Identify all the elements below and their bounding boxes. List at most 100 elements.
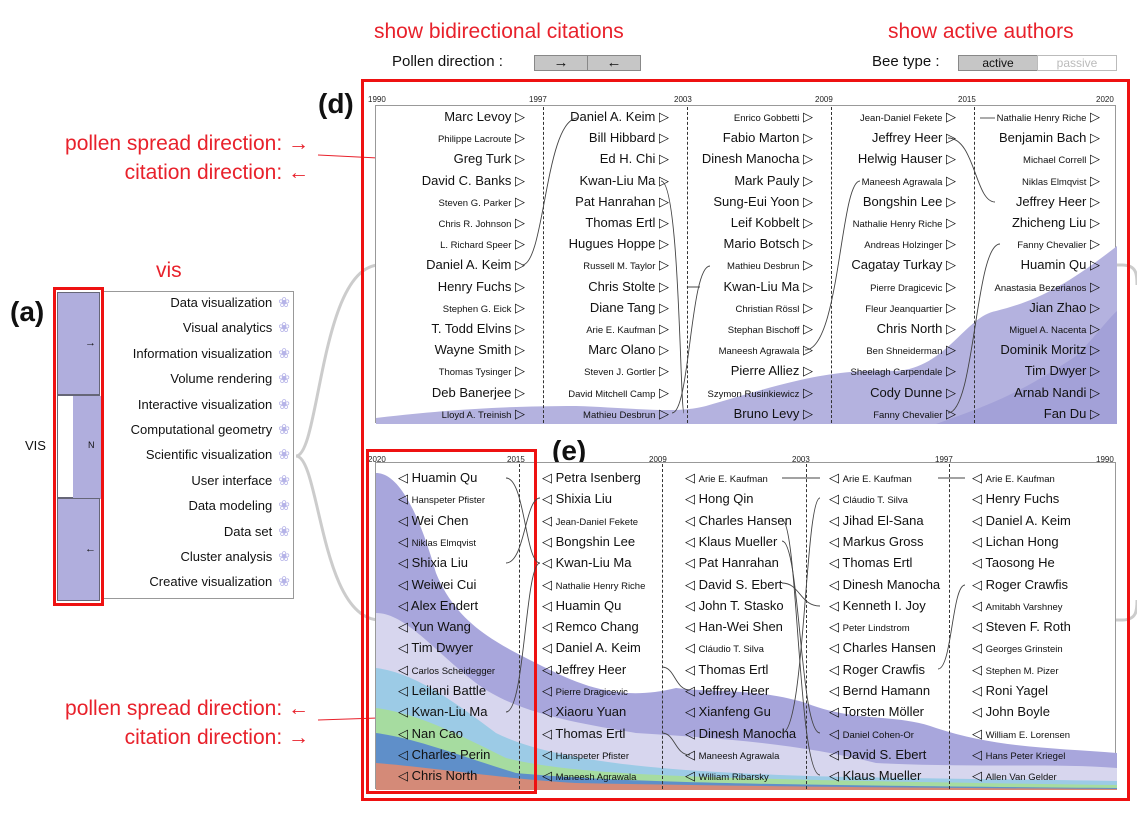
author-row[interactable]: Ed H. Chi ▷	[600, 151, 669, 167]
author-row[interactable]: ◁ Markus Gross	[829, 534, 924, 550]
author-row[interactable]: Szymon Rusinkiewicz ▷	[708, 385, 813, 401]
author-row[interactable]: ◁ Georges Grinstein	[972, 640, 1063, 656]
author-row[interactable]: ◁ Shixia Liu	[398, 555, 468, 571]
author-row[interactable]: Fleur Jeanquartier ▷	[865, 300, 956, 316]
author-row[interactable]: Benjamin Bach ▷	[999, 130, 1100, 146]
author-row[interactable]: Steven J. Gortler ▷	[584, 363, 669, 379]
author-row[interactable]: Bill Hibbard ▷	[589, 130, 669, 146]
author-row[interactable]: ◁ Daniel Cohen-Or	[829, 726, 914, 742]
author-row[interactable]: ◁ Kenneth I. Joy	[829, 598, 926, 614]
author-row[interactable]: Diane Tang ▷	[590, 300, 669, 316]
author-row[interactable]: ◁ William Ribarsky	[685, 768, 769, 784]
author-row[interactable]: Bongshin Lee ▷	[863, 194, 956, 210]
keyword-item[interactable]: Volume rendering❀	[170, 370, 290, 387]
author-row[interactable]: Chris North ▷	[877, 321, 956, 337]
keyword-item[interactable]: Interactive visualization❀	[138, 396, 290, 413]
author-row[interactable]: ◁ Cláudio T. Silva	[829, 491, 908, 507]
author-row[interactable]: ◁ Roger Crawfis	[972, 577, 1068, 593]
author-row[interactable]: ◁ John T. Stasko	[685, 598, 784, 614]
author-row[interactable]: ◁ Amitabh Varshney	[972, 598, 1063, 614]
author-row[interactable]: ◁ Xiaoru Yuan	[542, 704, 626, 720]
author-row[interactable]: ◁ Maneesh Agrawala	[685, 747, 779, 763]
author-row[interactable]: ◁ Pat Hanrahan	[685, 555, 779, 571]
side-cell-backward[interactable]: ←	[57, 498, 100, 601]
author-row[interactable]: Henry Fuchs ▷	[438, 279, 525, 295]
author-row[interactable]: ◁ Charles Hansen	[685, 513, 792, 529]
author-row[interactable]: Mark Pauly ▷	[734, 173, 813, 189]
author-row[interactable]: ◁ Cláudio T. Silva	[685, 640, 764, 656]
author-row[interactable]: ◁ Wei Chen	[398, 513, 468, 529]
author-row[interactable]: ◁ Henry Fuchs	[972, 491, 1059, 507]
keyword-item[interactable]: Computational geometry❀	[131, 421, 290, 438]
author-row[interactable]: Steven G. Parker ▷	[439, 194, 525, 210]
author-row[interactable]: ◁ Huamin Qu	[542, 598, 621, 614]
author-row[interactable]: David Mitchell Camp ▷	[568, 385, 669, 401]
author-row[interactable]: Nathalie Henry Riche ▷	[853, 215, 956, 231]
author-row[interactable]: Fanny Chevalier ▷	[1017, 236, 1100, 252]
author-row[interactable]: ◁ Roni Yagel	[972, 683, 1048, 699]
author-row[interactable]: Philippe Lacroute ▷	[438, 130, 525, 146]
author-row[interactable]: Jeffrey Heer ▷	[872, 130, 956, 146]
author-row[interactable]: ◁ Bongshin Lee	[542, 534, 635, 550]
author-row[interactable]: Daniel A. Keim ▷	[426, 257, 525, 273]
author-row[interactable]: ◁ Shixia Liu	[542, 491, 612, 507]
author-row[interactable]: T. Todd Elvins ▷	[431, 321, 525, 337]
author-row[interactable]: ◁ Hans Peter Kriegel	[972, 747, 1065, 763]
author-row[interactable]: Lloyd A. Treinish ▷	[442, 406, 525, 422]
author-row[interactable]: ◁ Daniel A. Keim	[542, 640, 641, 656]
author-row[interactable]: Anastasia Bezerianos ▷	[995, 279, 1101, 295]
author-row[interactable]: ◁ Jeffrey Heer	[542, 662, 626, 678]
author-row[interactable]: ◁ Klaus Mueller	[829, 768, 921, 784]
author-row[interactable]: ◁ Tim Dwyer	[398, 640, 473, 656]
author-row[interactable]: ◁ Stephen M. Pizer	[972, 662, 1058, 678]
keyword-item[interactable]: Data visualization❀	[170, 294, 290, 311]
author-row[interactable]: ◁ Alex Endert	[398, 598, 478, 614]
author-row[interactable]: ◁ Arie E. Kaufman	[685, 470, 768, 486]
bee-active-button[interactable]: active	[958, 55, 1038, 71]
author-row[interactable]: ◁ Taosong He	[972, 555, 1055, 571]
author-row[interactable]: ◁ Leilani Battle	[398, 683, 486, 699]
author-row[interactable]: ◁ Jean-Daniel Fekete	[542, 513, 638, 529]
author-row[interactable]: Hugues Hoppe ▷	[569, 236, 669, 252]
author-row[interactable]: ◁ Daniel A. Keim	[972, 513, 1071, 529]
author-row[interactable]: Fan Du ▷	[1044, 406, 1100, 422]
keyword-item[interactable]: Information visualization❀	[133, 345, 290, 362]
author-row[interactable]: Helwig Hauser ▷	[858, 151, 956, 167]
author-row[interactable]: Enrico Gobbetti ▷	[734, 109, 813, 125]
author-row[interactable]: Chris R. Johnson ▷	[439, 215, 525, 231]
author-row[interactable]: ◁ Thomas Ertl	[685, 662, 768, 678]
side-cell-neutral[interactable]: N	[57, 395, 101, 499]
author-row[interactable]: Wayne Smith ▷	[435, 342, 525, 358]
author-row[interactable]: Jian Zhao ▷	[1029, 300, 1100, 316]
author-row[interactable]: Greg Turk ▷	[454, 151, 525, 167]
author-row[interactable]: ◁ Nathalie Henry Riche	[542, 577, 645, 593]
author-row[interactable]: ◁ Dinesh Manocha	[829, 577, 940, 593]
author-row[interactable]: Thomas Ertl ▷	[585, 215, 669, 231]
author-row[interactable]: Bruno Levy ▷	[734, 406, 813, 422]
author-row[interactable]: Mario Botsch ▷	[724, 236, 813, 252]
author-row[interactable]: Deb Banerjee ▷	[432, 385, 525, 401]
author-row[interactable]: Thomas Tysinger ▷	[439, 363, 525, 379]
author-row[interactable]: ◁ Nan Cao	[398, 726, 463, 742]
author-row[interactable]: Andreas Holzinger ▷	[864, 236, 956, 252]
side-cell-forward[interactable]: →	[57, 292, 100, 395]
author-row[interactable]: Russell M. Taylor ▷	[583, 257, 669, 273]
author-row[interactable]: Arie E. Kaufman ▷	[586, 321, 669, 337]
author-row[interactable]: ◁ Kwan-Liu Ma	[398, 704, 487, 720]
author-row[interactable]: ◁ David S. Ebert	[829, 747, 926, 763]
author-row[interactable]: Fanny Chevalier ▷	[873, 406, 956, 422]
author-row[interactable]: ◁ Jihad El-Sana	[829, 513, 924, 529]
author-row[interactable]: ◁ Arie E. Kaufman	[829, 470, 912, 486]
author-row[interactable]: Fabio Marton ▷	[723, 130, 813, 146]
author-row[interactable]: ◁ David S. Ebert	[685, 577, 782, 593]
author-row[interactable]: Maneesh Agrawala ▷	[862, 173, 956, 189]
author-row[interactable]: ◁ Carlos Scheidegger	[398, 662, 495, 678]
author-row[interactable]: Stephan Bischoff ▷	[728, 321, 813, 337]
author-row[interactable]: ◁ Charles Perin	[398, 747, 490, 763]
author-row[interactable]: ◁ Steven F. Roth	[972, 619, 1071, 635]
author-row[interactable]: Jean-Daniel Fekete ▷	[860, 109, 956, 125]
author-row[interactable]: Marc Levoy ▷	[444, 109, 525, 125]
author-row[interactable]: ◁ Torsten Möller	[829, 704, 924, 720]
keyword-item[interactable]: User interface❀	[191, 472, 290, 489]
author-row[interactable]: ◁ Kwan-Liu Ma	[542, 555, 631, 571]
